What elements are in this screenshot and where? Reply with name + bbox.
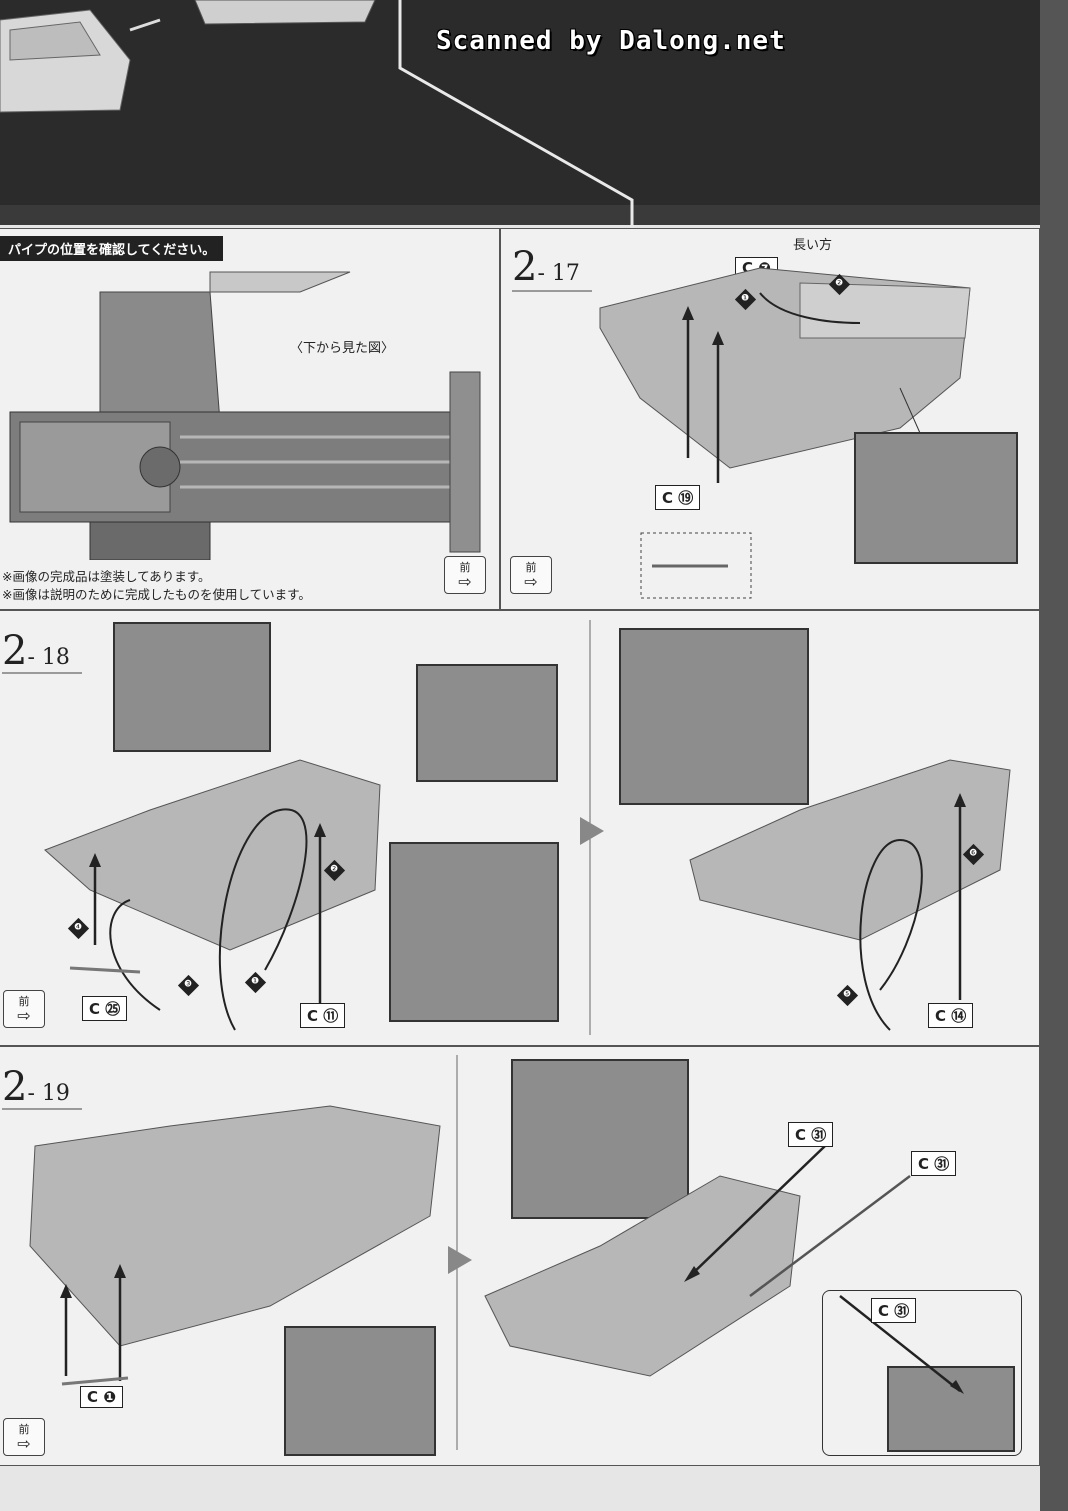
step-2-19-underline bbox=[2, 1108, 82, 1110]
front-label: 前 bbox=[18, 1423, 30, 1436]
step-major: 2 bbox=[2, 628, 28, 674]
note-completed-sample: ※画像は説明のために完成したものを使用しています。 bbox=[2, 587, 311, 602]
front-label: 前 bbox=[459, 561, 471, 574]
underside-model-drawing bbox=[9, 271, 481, 560]
front-arrow-icon: ⇨ bbox=[17, 1006, 31, 1025]
step-2-18-detail-photo-c bbox=[389, 842, 559, 1022]
step-2-19-detail-photo-a bbox=[284, 1326, 436, 1456]
top-band-stripe bbox=[0, 205, 1068, 225]
part-tag-c31-a: C ㉛ bbox=[788, 1122, 834, 1147]
step-2-18-label: 2- 18 bbox=[2, 628, 70, 674]
step-2-18-detail-photo-d bbox=[619, 628, 809, 805]
long-side-label: 長い方 bbox=[793, 238, 833, 253]
step-2-19-front-icon: 前 ⇨ bbox=[3, 1418, 45, 1456]
step-minor: - 18 bbox=[27, 645, 70, 670]
step-2-18-detail-photo-b bbox=[416, 664, 558, 782]
hull-fragment-illustration bbox=[194, 0, 376, 25]
cockpit-illustration bbox=[0, 9, 161, 113]
step-2-19-detail-photo-c bbox=[887, 1366, 1015, 1452]
part-tag-c25: C ㉕ bbox=[82, 996, 128, 1021]
step-minor: - 19 bbox=[27, 1081, 70, 1106]
underside-photo bbox=[0, 262, 495, 560]
step-2-18-next-arrow bbox=[580, 817, 604, 845]
front-label: 前 bbox=[525, 561, 537, 574]
step-major: 2 bbox=[2, 1064, 28, 1110]
front-arrow-icon: ⇨ bbox=[458, 572, 472, 591]
part-tag-c31-b: C ㉛ bbox=[911, 1151, 957, 1176]
notice-heading: パイプの位置を確認してください。 bbox=[0, 236, 224, 261]
step-2-19-label: 2- 19 bbox=[2, 1064, 70, 1110]
note-painted: ※画像の完成品は塗装してあります。 bbox=[2, 569, 211, 584]
step-2-18-underline bbox=[2, 672, 82, 674]
step-major: 2 bbox=[512, 244, 538, 290]
part-tag-c31-c: C ㉛ bbox=[871, 1298, 917, 1323]
part-tag-c19: C ⑲ bbox=[655, 485, 701, 510]
top-dark-band bbox=[0, 0, 1068, 225]
front-arrow-icon: ⇨ bbox=[524, 572, 538, 591]
step-2-18-front-icon: 前 ⇨ bbox=[3, 990, 45, 1028]
step-2-17-drawing bbox=[599, 267, 1018, 599]
top-leader-line bbox=[398, 0, 634, 230]
step-2-19-next-arrow bbox=[448, 1246, 472, 1274]
part-tag-c1: C ❶ bbox=[80, 1386, 123, 1408]
front-direction-icon: 前 ⇨ bbox=[444, 556, 486, 594]
step-2-17-underline bbox=[512, 290, 592, 292]
view-caption: 〈下から見た図〉 bbox=[290, 341, 395, 356]
step-2-18-drawing bbox=[44, 759, 1011, 1031]
step-2-17-front-icon: 前 ⇨ bbox=[510, 556, 552, 594]
part-tag-c11: C ⑪ bbox=[300, 1003, 346, 1028]
page-edge-shadow bbox=[1040, 0, 1068, 1511]
step-2-17-label: 2- 17 bbox=[512, 244, 580, 290]
front-arrow-icon: ⇨ bbox=[17, 1434, 31, 1453]
step-minor: - 17 bbox=[537, 261, 580, 286]
front-label: 前 bbox=[18, 995, 30, 1008]
part-tag-c14: C ⑭ bbox=[928, 1003, 974, 1028]
step-2-19-drawing bbox=[29, 1105, 964, 1394]
step-2-19-detail-photo-b bbox=[511, 1059, 689, 1219]
step-2-18-detail-photo-a bbox=[113, 622, 271, 752]
scan-credit-watermark: Scanned by Dalong.net bbox=[436, 26, 786, 56]
